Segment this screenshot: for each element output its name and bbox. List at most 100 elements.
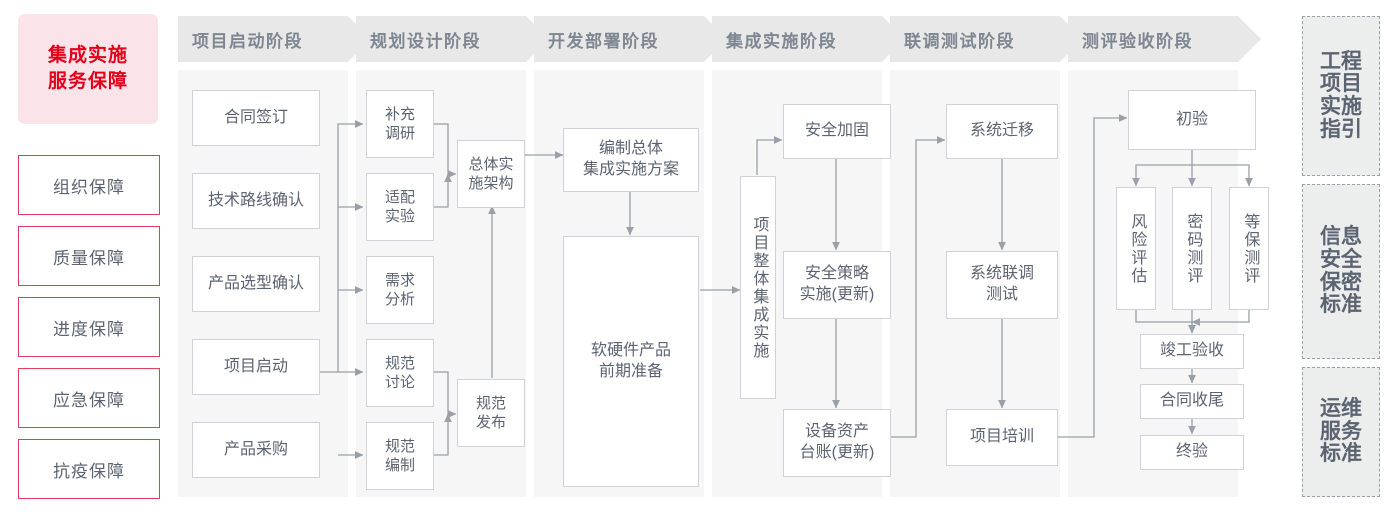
phase-header-6[interactable]: 测评验收阶段	[1068, 16, 1261, 62]
node-p6-5[interactable]: 合同收尾	[1140, 384, 1244, 419]
node-label: 竣工验收	[1159, 342, 1224, 360]
node-label: 产品采购	[223, 440, 288, 458]
node-p4-1[interactable]: 安全加固	[783, 104, 891, 159]
node-label-line2: 实验	[384, 208, 415, 225]
guarantee-item-3[interactable]: 应急保障	[18, 368, 160, 428]
node-p1-1[interactable]: 技术路线确认	[192, 173, 320, 229]
guarantee-item-label: 应急保障	[53, 390, 125, 410]
node-label: 初验	[1175, 110, 1208, 128]
node-label-line2: 讨论	[384, 374, 415, 391]
node-p5-2[interactable]: 项目培训	[946, 409, 1058, 466]
node-label: 密码测评	[1184, 212, 1202, 285]
node-label-line1: 安全策略	[804, 265, 869, 283]
guarantee-item-0[interactable]: 组织保障	[18, 155, 160, 215]
node-label: 项目培训	[969, 428, 1034, 446]
node-p2-5[interactable]: 总体实施架构	[457, 140, 525, 208]
node-p1-4[interactable]: 产品采购	[192, 422, 320, 478]
phase-header-label: 规划设计阶段	[370, 31, 481, 51]
node-label-line1: 规范	[475, 394, 506, 412]
guarantee-title-line2: 服务保障	[47, 71, 128, 92]
node-label-line2: 实施(更新)	[799, 286, 875, 303]
phase-header-2[interactable]: 规划设计阶段	[356, 16, 549, 62]
node-label-line1: 设备资产	[804, 423, 869, 441]
node-label-line2: 发布	[475, 414, 506, 431]
phase-header-label: 项目启动阶段	[192, 31, 303, 51]
node-p6-6[interactable]: 终验	[1140, 435, 1244, 470]
node-label-line1: 补充	[384, 105, 415, 123]
node-label-line2: 前期准备	[598, 362, 663, 380]
node-p3-1[interactable]: 软硬件产品前期准备	[563, 236, 699, 487]
node-label-line2: 编制	[384, 457, 415, 474]
phase-header-label: 联调测试阶段	[904, 31, 1015, 51]
guarantee-item-4[interactable]: 抗疫保障	[18, 439, 160, 499]
node-label: 合同收尾	[1159, 392, 1224, 410]
node-p5-0[interactable]: 系统迁移	[946, 104, 1058, 159]
node-label-line2: 台账(更新)	[799, 444, 875, 461]
node-label: 风险评估	[1128, 212, 1146, 285]
node-label: 项目整体集成实施	[750, 215, 768, 360]
phase-header-1[interactable]: 项目启动阶段	[178, 16, 371, 62]
guarantee-item-label: 质量保障	[53, 248, 125, 268]
guarantee-item-1[interactable]: 质量保障	[18, 226, 160, 286]
node-p6-0[interactable]: 初验	[1128, 90, 1256, 150]
node-label-line1: 需求	[384, 271, 415, 289]
guarantee-item-2[interactable]: 进度保障	[18, 297, 160, 357]
node-label-line1: 软硬件产品	[590, 341, 671, 359]
standard-box-1[interactable]: 信息安全保密标准	[1302, 184, 1380, 359]
node-p2-4[interactable]: 规范编制	[366, 422, 434, 490]
phase-header-4[interactable]: 集成实施阶段	[712, 16, 905, 62]
node-p2-1[interactable]: 适配实验	[366, 173, 434, 241]
phase-header-label: 测评验收阶段	[1082, 31, 1193, 51]
node-p4-0[interactable]: 项目整体集成实施	[740, 176, 776, 399]
node-p4-3[interactable]: 设备资产台账(更新)	[783, 409, 891, 477]
node-p6-4[interactable]: 竣工验收	[1140, 334, 1244, 369]
node-label: 项目启动	[223, 357, 288, 375]
standard-box-0[interactable]: 工程项目实施指引	[1302, 16, 1380, 176]
node-p1-0[interactable]: 合同签订	[192, 90, 320, 146]
node-label-line1: 适配	[384, 188, 415, 206]
node-label-line2: 集成实施方案	[582, 161, 679, 178]
node-p1-2[interactable]: 产品选型确认	[192, 256, 320, 312]
node-label-line2: 施架构	[468, 175, 514, 192]
phase-header-label: 集成实施阶段	[726, 31, 837, 51]
node-label: 系统迁移	[969, 122, 1034, 140]
node-label: 等保测评	[1241, 212, 1259, 285]
node-p6-3[interactable]: 等保测评	[1229, 187, 1269, 310]
node-p4-2[interactable]: 安全策略实施(更新)	[783, 251, 891, 319]
phase-header-3[interactable]: 开发部署阶段	[534, 16, 727, 62]
node-p2-0[interactable]: 补充调研	[366, 90, 434, 158]
node-label-line1: 编制总体	[598, 140, 663, 158]
node-p5-1[interactable]: 系统联调测试	[946, 251, 1058, 319]
node-p6-1[interactable]: 风险评估	[1116, 187, 1156, 310]
node-p2-3[interactable]: 规范讨论	[366, 339, 434, 407]
node-p2-6[interactable]: 规范发布	[457, 379, 525, 447]
node-label-line2: 调研	[384, 125, 415, 142]
node-label: 终验	[1175, 443, 1208, 461]
phase-header-5[interactable]: 联调测试阶段	[890, 16, 1083, 62]
node-label: 合同签订	[223, 108, 288, 126]
standard-label: 运维服务标准	[1320, 396, 1362, 466]
node-label-line2: 分析	[384, 291, 415, 308]
node-label-line2: 测试	[985, 286, 1018, 303]
node-label-line1: 规范	[384, 354, 415, 372]
node-label: 安全加固	[804, 122, 869, 140]
chevron-right-icon	[1238, 16, 1261, 62]
node-p3-0[interactable]: 编制总体集成实施方案	[563, 128, 699, 192]
node-p2-2[interactable]: 需求分析	[366, 256, 434, 324]
node-label: 产品选型确认	[207, 274, 304, 292]
standard-label: 信息安全保密标准	[1320, 225, 1362, 317]
guarantee-item-label: 进度保障	[53, 319, 125, 339]
guarantee-title-line1: 集成实施	[47, 45, 128, 67]
node-p1-3[interactable]: 项目启动	[192, 339, 320, 395]
guarantee-item-label: 组织保障	[53, 177, 125, 197]
node-label-line1: 系统联调	[969, 265, 1034, 283]
node-p6-2[interactable]: 密码测评	[1172, 187, 1212, 310]
standard-label: 工程项目实施指引	[1320, 49, 1362, 141]
guarantee-title-box: 集成实施 服务保障	[18, 14, 158, 124]
node-label: 技术路线确认	[207, 191, 304, 209]
phase-header-label: 开发部署阶段	[548, 31, 659, 51]
guarantee-item-label: 抗疫保障	[53, 461, 125, 481]
standard-box-2[interactable]: 运维服务标准	[1302, 367, 1380, 497]
node-label-line1: 总体实	[468, 155, 514, 173]
